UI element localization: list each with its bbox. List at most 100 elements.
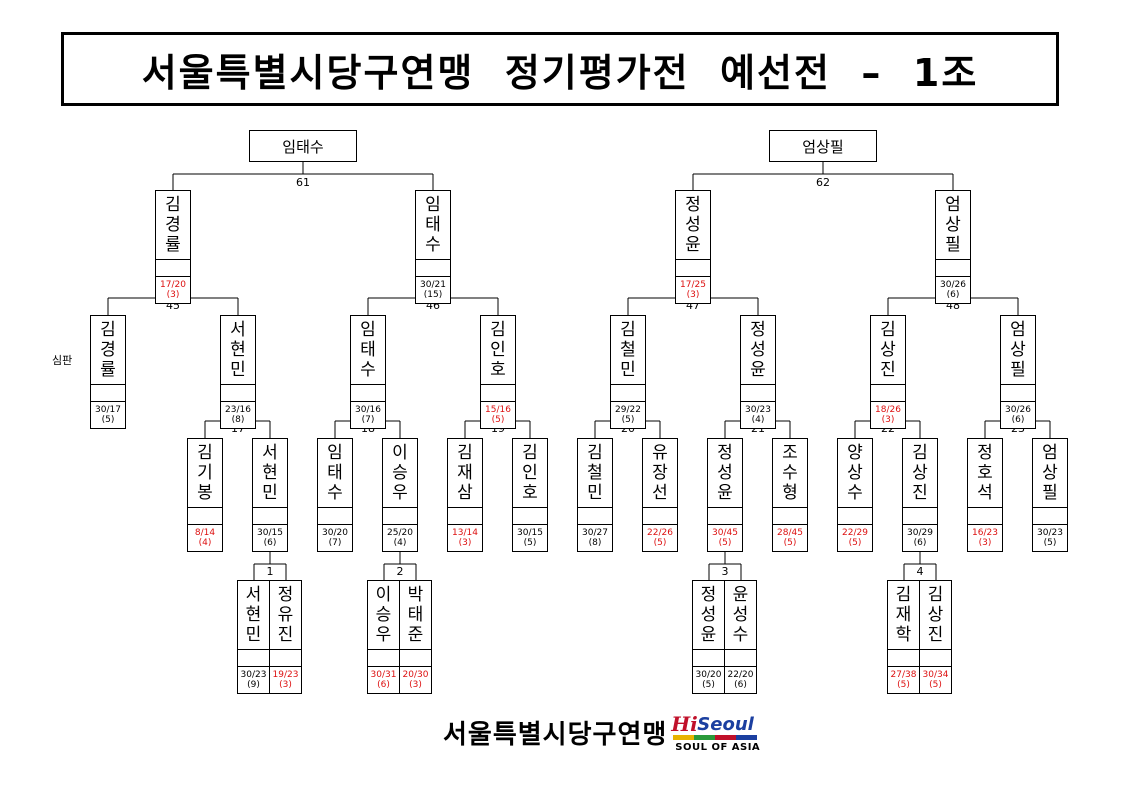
blank-cell	[156, 259, 190, 276]
match-number: 61	[296, 176, 310, 189]
blank-cell	[400, 649, 431, 666]
player-name-char: 엄	[945, 195, 961, 215]
player-name-char: 철	[587, 463, 603, 483]
player-name-char: 승	[375, 605, 392, 625]
player-name-char: 우	[392, 483, 408, 503]
player-name-char: 김	[880, 320, 896, 340]
hi-seoul-logo: Hi Seoul SOUL OF ASIA	[671, 712, 761, 758]
player-name-char: 상	[927, 605, 944, 625]
player-name-char: 태	[425, 215, 441, 235]
score-value: 17/20	[160, 280, 186, 290]
player-name-char: 상	[1010, 340, 1026, 360]
player-name-char: 김	[927, 585, 944, 605]
score-cell: 30/20(5)	[693, 666, 724, 693]
player-name-char: 석	[977, 483, 993, 503]
innings-value: (5)	[929, 680, 942, 690]
blank-cell	[708, 507, 742, 524]
innings-value: (3)	[686, 290, 700, 300]
score-value: 25/20	[387, 528, 413, 538]
player-name-char: 민	[230, 360, 246, 380]
score-value: 20/30	[402, 670, 429, 680]
player-name-char: 민	[262, 483, 278, 503]
innings-value: (4)	[198, 538, 212, 548]
score-value: 30/20	[695, 670, 722, 680]
innings-value: (4)	[393, 538, 407, 548]
player-name-char: 임	[360, 320, 376, 340]
player-name-char: 윤	[685, 235, 701, 255]
score-value: 22/29	[842, 528, 868, 538]
player-name-char: 철	[620, 340, 636, 360]
player-name-char: 정	[717, 443, 733, 463]
score-cell: 15/16(5)	[481, 401, 515, 428]
player-name-char: 성	[750, 340, 766, 360]
player-name-char: 민	[587, 483, 603, 503]
player-name-char: 유	[652, 443, 668, 463]
player-name-char: 김	[522, 443, 538, 463]
player-name-char: 호	[522, 483, 538, 503]
player-name-char: 박	[407, 585, 424, 605]
player-name-char: 성	[717, 463, 733, 483]
player-name-char: 윤	[750, 360, 766, 380]
player-name-char: 상	[880, 340, 896, 360]
blank-cell	[920, 649, 951, 666]
blank-cell	[416, 259, 450, 276]
blank-cell	[253, 507, 287, 524]
innings-value: (7)	[361, 415, 375, 425]
score-cell: 30/26(6)	[936, 276, 970, 303]
blank-cell	[838, 507, 872, 524]
player-name-char: 태	[327, 463, 343, 483]
player-name-char: 정	[977, 443, 993, 463]
player-name-char: 김	[457, 443, 473, 463]
score-value: 30/15	[257, 528, 283, 538]
player-name-char: 진	[912, 483, 928, 503]
player-name-char: 김	[620, 320, 636, 340]
score-value: 30/23	[745, 405, 771, 415]
innings-value: (6)	[734, 680, 747, 690]
blank-cell	[448, 507, 482, 524]
score-value: 29/22	[615, 405, 641, 415]
player-name-char: 현	[230, 340, 246, 360]
blank-cell	[968, 507, 1002, 524]
score-value: 30/15	[517, 528, 543, 538]
innings-value: (6)	[946, 290, 960, 300]
innings-value: (3)	[409, 680, 422, 690]
player-name-char: 조	[782, 443, 798, 463]
score-cell: 30/21(15)	[416, 276, 450, 303]
match-number: 3	[721, 565, 729, 578]
group-winner-right: 엄상필	[769, 130, 877, 162]
player-name-char: 유	[277, 605, 294, 625]
score-cell: 25/20(4)	[383, 524, 417, 551]
player-name-char: 현	[262, 463, 278, 483]
player-name-char: 장	[652, 463, 668, 483]
blank-cell	[188, 507, 222, 524]
innings-value: (3)	[881, 415, 895, 425]
innings-value: (3)	[166, 290, 180, 300]
player-name-char: 서	[262, 443, 278, 463]
group-winner-left: 임태수	[249, 130, 357, 162]
score-cell: 30/15(6)	[253, 524, 287, 551]
score-value: 22/20	[727, 670, 754, 680]
player-name-char: 상	[945, 215, 961, 235]
blank-cell	[351, 384, 385, 401]
innings-value: (6)	[377, 680, 390, 690]
player-name-char: 준	[407, 625, 424, 645]
referee-label: 심판	[52, 354, 73, 367]
score-value: 13/14	[452, 528, 478, 538]
